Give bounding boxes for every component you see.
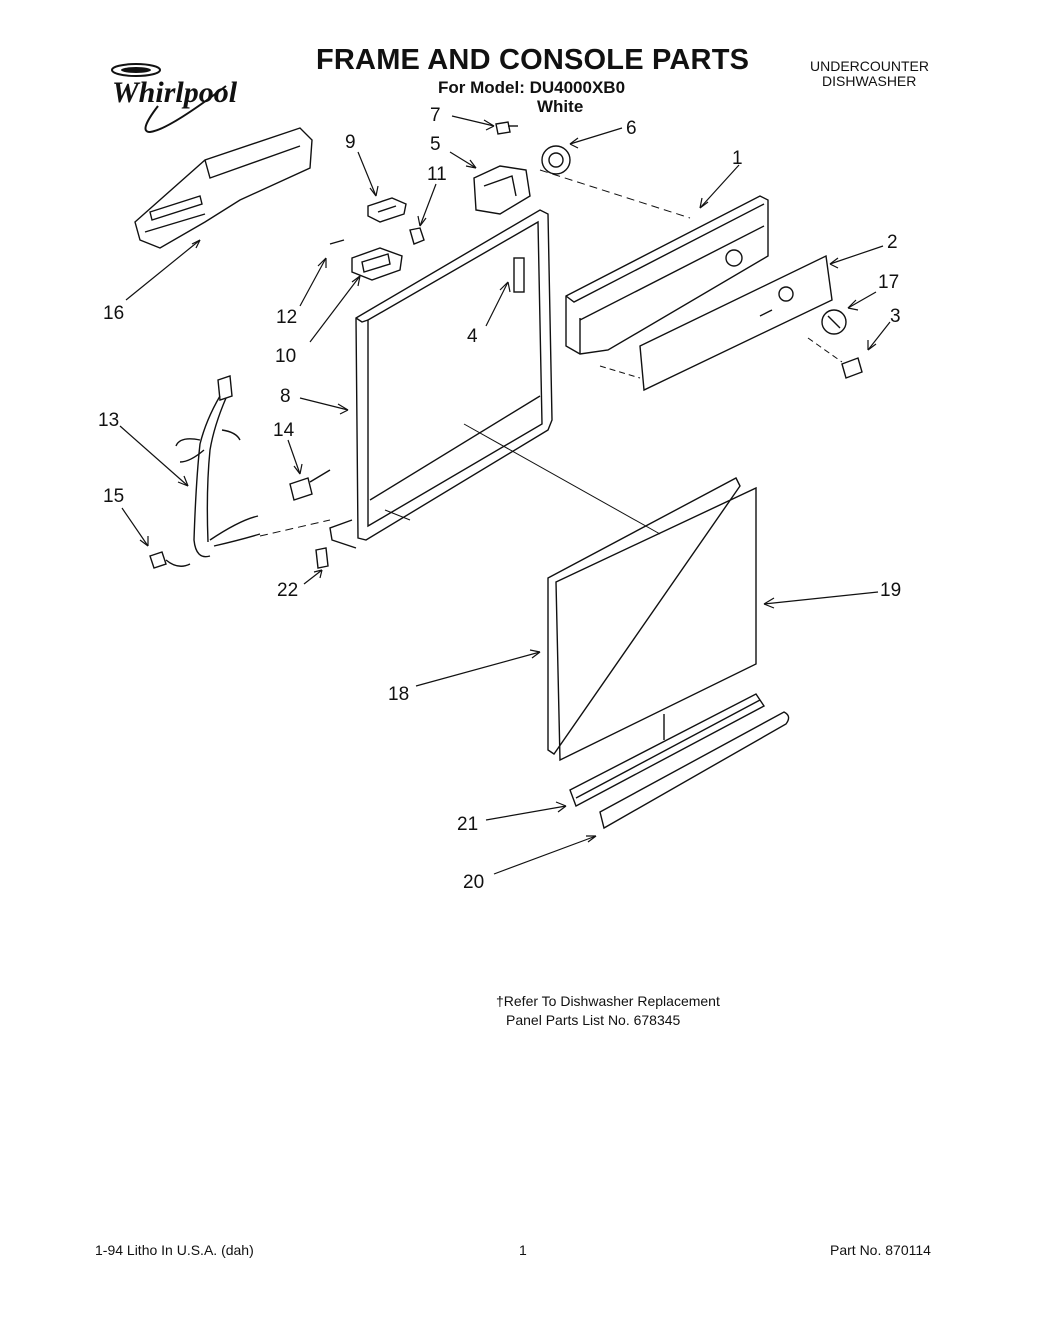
callout-14: 14 bbox=[273, 420, 295, 441]
part-14-connector bbox=[289, 469, 331, 501]
callout-5: 5 bbox=[430, 134, 441, 155]
appliance-type-line2: DISHWASHER bbox=[822, 73, 917, 89]
part-20-trim bbox=[599, 711, 790, 830]
part-5-switch bbox=[473, 165, 531, 215]
callout-15: 15 bbox=[103, 486, 124, 507]
callout-19: 19 bbox=[880, 580, 901, 601]
part-10-strike bbox=[351, 247, 403, 281]
appliance-type-line1: UNDERCOUNTER bbox=[810, 58, 929, 74]
callout-11: 11 bbox=[427, 164, 447, 185]
model-color: White bbox=[537, 97, 584, 116]
footer-print-info: 1-94 Litho In U.S.A. (dah) bbox=[95, 1242, 254, 1258]
replacement-note-line1: †Refer To Dishwasher Replacement bbox=[496, 993, 720, 1009]
part-7-screw bbox=[495, 121, 518, 135]
part-1-console bbox=[565, 195, 769, 355]
part-17-knob bbox=[821, 309, 847, 335]
part-16-bracket bbox=[134, 127, 313, 249]
callout-3: 3 bbox=[890, 306, 901, 327]
part-21-trim bbox=[569, 693, 766, 807]
callout-2: 2 bbox=[887, 232, 898, 253]
whirlpool-logo: Whirlpool bbox=[111, 63, 238, 134]
callout-16: 16 bbox=[103, 303, 124, 324]
model-number: For Model: DU4000XB0 bbox=[438, 78, 626, 97]
footer-part-number: Part No. 870114 bbox=[830, 1242, 931, 1258]
callout-21: 21 bbox=[457, 814, 478, 835]
part-12-pin bbox=[329, 239, 345, 245]
callout-7: 7 bbox=[430, 105, 441, 126]
part-2-control-panel bbox=[639, 254, 833, 392]
part-15-screw bbox=[149, 551, 191, 569]
part-22-clip bbox=[315, 547, 329, 569]
callout-12: 12 bbox=[276, 307, 297, 328]
part-3-button bbox=[841, 357, 863, 379]
replacement-note-line2: Panel Parts List No. 678345 bbox=[506, 1012, 681, 1028]
callout-17: 17 bbox=[878, 272, 899, 293]
callout-1: 1 bbox=[732, 148, 743, 169]
part-19-panel bbox=[555, 486, 757, 762]
callout-4: 4 bbox=[467, 326, 478, 347]
callout-10: 10 bbox=[275, 346, 296, 367]
page-title: FRAME AND CONSOLE PARTS bbox=[316, 44, 750, 76]
callout-9: 9 bbox=[345, 132, 356, 153]
part-6-knob bbox=[541, 145, 571, 175]
callout-22: 22 bbox=[277, 580, 298, 601]
part-18-panel bbox=[547, 477, 741, 755]
callout-18: 18 bbox=[388, 684, 409, 705]
footer-page-number: 1 bbox=[519, 1242, 527, 1258]
part-13-wire-harness bbox=[175, 375, 261, 558]
part-8-door-frame bbox=[329, 209, 553, 549]
callout-8: 8 bbox=[280, 386, 291, 407]
callout-6: 6 bbox=[626, 118, 637, 139]
callout-labels: 1 2 3 4 5 6 7 8 9 10 11 12 13 14 15 16 1… bbox=[98, 105, 901, 893]
part-9-latch bbox=[367, 197, 407, 223]
callout-13: 13 bbox=[98, 410, 119, 431]
part-11-clip bbox=[409, 227, 425, 245]
callout-20: 20 bbox=[463, 872, 484, 893]
